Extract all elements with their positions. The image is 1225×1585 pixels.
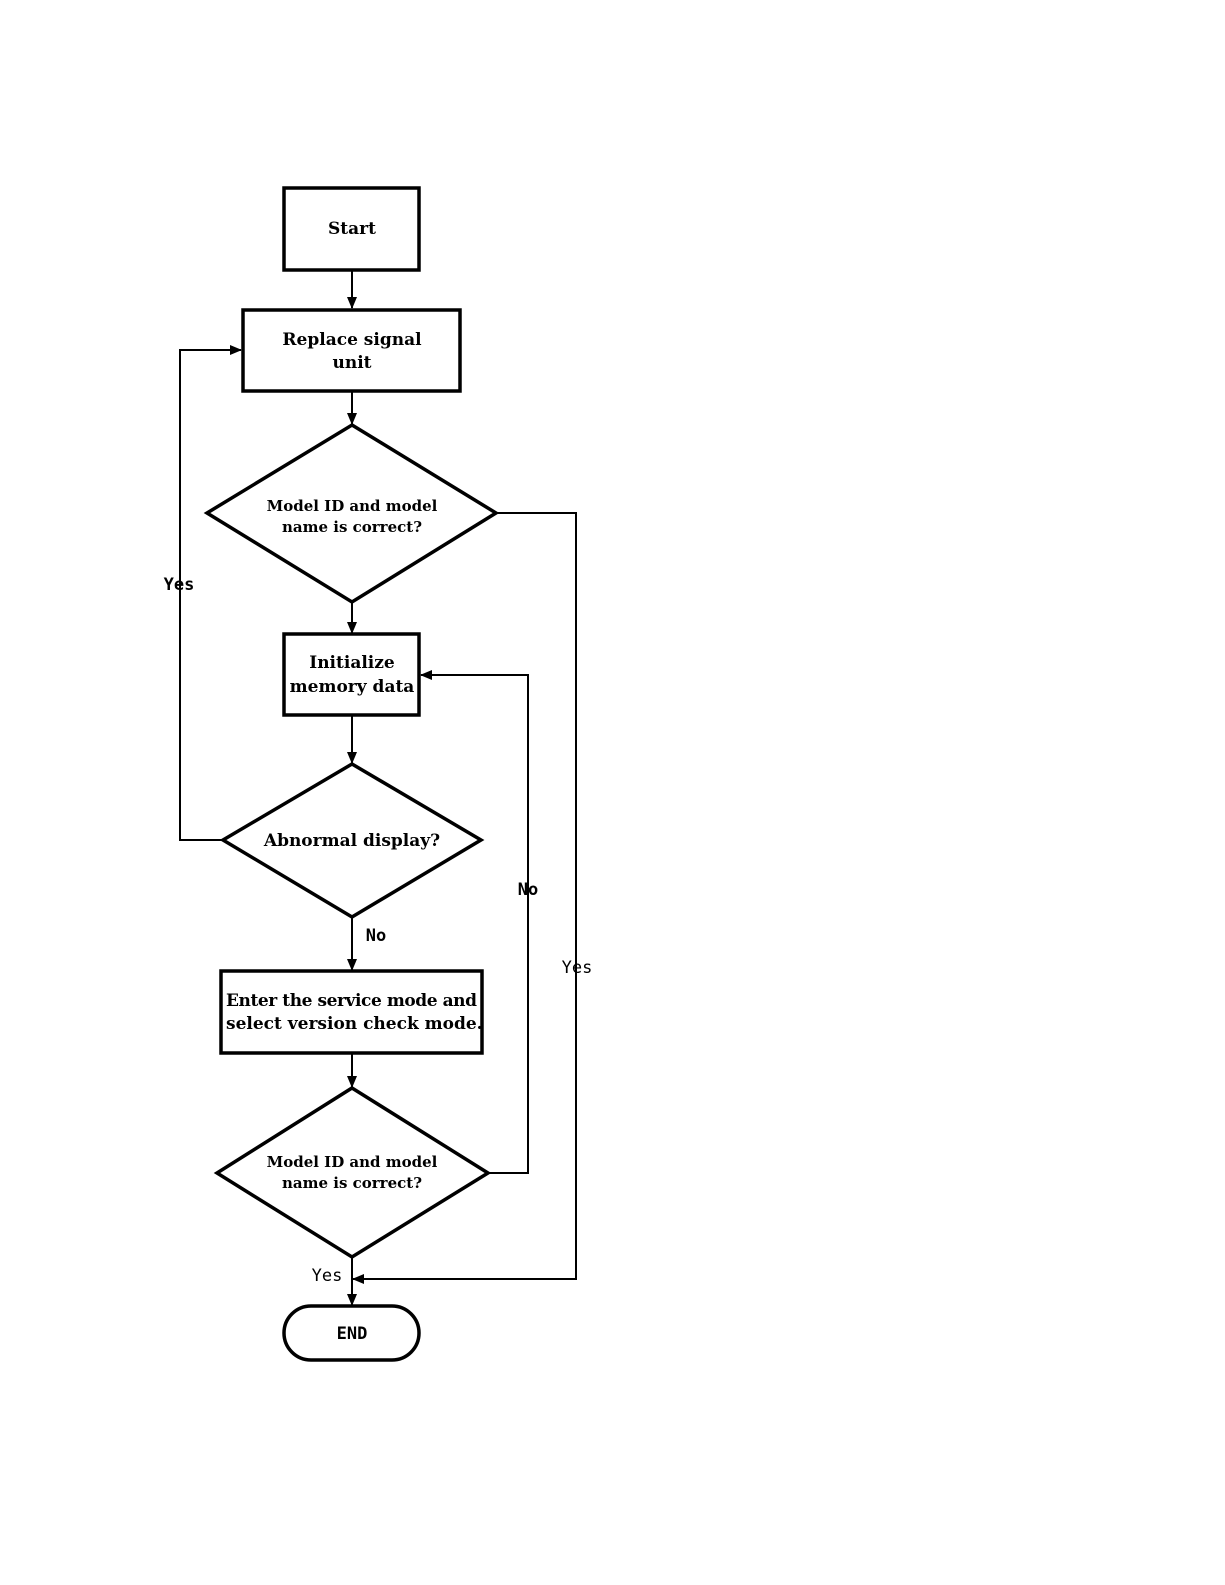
- edge-label-check2-yes: Yes: [312, 1266, 343, 1286]
- check1-label-line1: Model ID and model: [267, 497, 438, 515]
- connector-abnormal-yes-loop: [180, 350, 241, 840]
- start-label: Start: [328, 219, 376, 239]
- start-node: Start: [284, 188, 419, 270]
- init-label-line2: memory data: [290, 677, 415, 697]
- init-label-line1: Initialize: [309, 653, 395, 673]
- check1-label-line2: name is correct?: [282, 518, 422, 536]
- service-label-line1: Enter the service mode and: [226, 991, 477, 1011]
- connector-check2-no-loop: [421, 675, 528, 1173]
- end-node: END: [284, 1306, 419, 1360]
- check2-label-line1: Model ID and model: [267, 1153, 438, 1171]
- edge-label-check2-no: No: [518, 880, 538, 900]
- initialize-memory-node: Initialize memory data: [284, 634, 419, 715]
- replace-label-line2: unit: [332, 353, 371, 373]
- service-mode-node: Enter the service mode and select versio…: [221, 971, 483, 1053]
- edge-label-abnormal-no: No: [366, 926, 386, 946]
- model-id-check-decision-2: Model ID and model name is correct?: [217, 1088, 488, 1257]
- model-id-check-decision-1: Model ID and model name is correct?: [207, 425, 496, 602]
- abnormal-display-decision: Abnormal display?: [223, 764, 481, 917]
- edge-label-check1-yes: Yes: [562, 958, 593, 978]
- end-label: END: [337, 1324, 368, 1344]
- replace-label-line1: Replace signal: [282, 330, 422, 350]
- edge-label-abnormal-yes: Yes: [164, 575, 195, 595]
- service-label-line2: select version check mode.: [226, 1014, 483, 1034]
- abnormal-label: Abnormal display?: [263, 831, 440, 851]
- check2-label-line2: name is correct?: [282, 1174, 422, 1192]
- replace-signal-unit-node: Replace signal unit: [243, 310, 460, 391]
